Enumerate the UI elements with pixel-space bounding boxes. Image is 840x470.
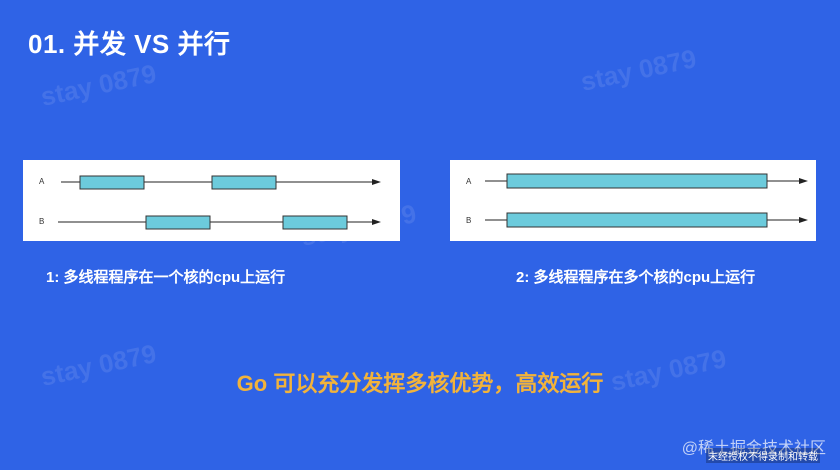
thread-a-slice-1 xyxy=(79,175,145,190)
arrowhead-icon xyxy=(372,179,381,185)
footer-brand: @稀土掘金技术社区 xyxy=(681,440,826,457)
row-label-a: A xyxy=(39,177,45,186)
row-label-b: B xyxy=(466,216,471,225)
arrowhead-icon xyxy=(372,219,381,225)
caption-concurrency: 1: 多线程程序在一个核的cpu上运行 xyxy=(46,269,286,286)
caption-parallelism: 2: 多线程程序在多个核的cpu上运行 xyxy=(516,269,756,286)
thread-b-run xyxy=(506,212,768,228)
arrowhead-icon xyxy=(799,217,808,223)
parallelism-diagram: A B xyxy=(450,160,816,241)
row-label-a: A xyxy=(466,177,472,186)
row-label-b: B xyxy=(39,217,44,226)
thread-a-slice-2 xyxy=(211,175,277,190)
arrowhead-icon xyxy=(799,178,808,184)
footer-watermark: @稀土掘金技术社区 未经授权不得录制和转载 xyxy=(681,434,826,463)
thread-b-slice-1 xyxy=(145,215,211,230)
thread-a-run xyxy=(506,173,768,189)
go-highlight-text: Go 可以充分发挥多核优势，高效运行 xyxy=(236,371,604,396)
concurrency-diagram: A B xyxy=(23,160,400,241)
watermark-text: stay 0879 xyxy=(578,43,699,97)
slide-title: 01. 并发 VS 并行 xyxy=(28,29,231,59)
concurrency-diagram-svg: A B xyxy=(39,175,381,230)
parallelism-diagram-svg: A B xyxy=(466,173,808,228)
watermark-text: stay 0879 xyxy=(38,58,159,112)
footer-note: 未经授权不得录制和转载 xyxy=(706,448,820,463)
thread-b-slice-2 xyxy=(282,215,348,230)
